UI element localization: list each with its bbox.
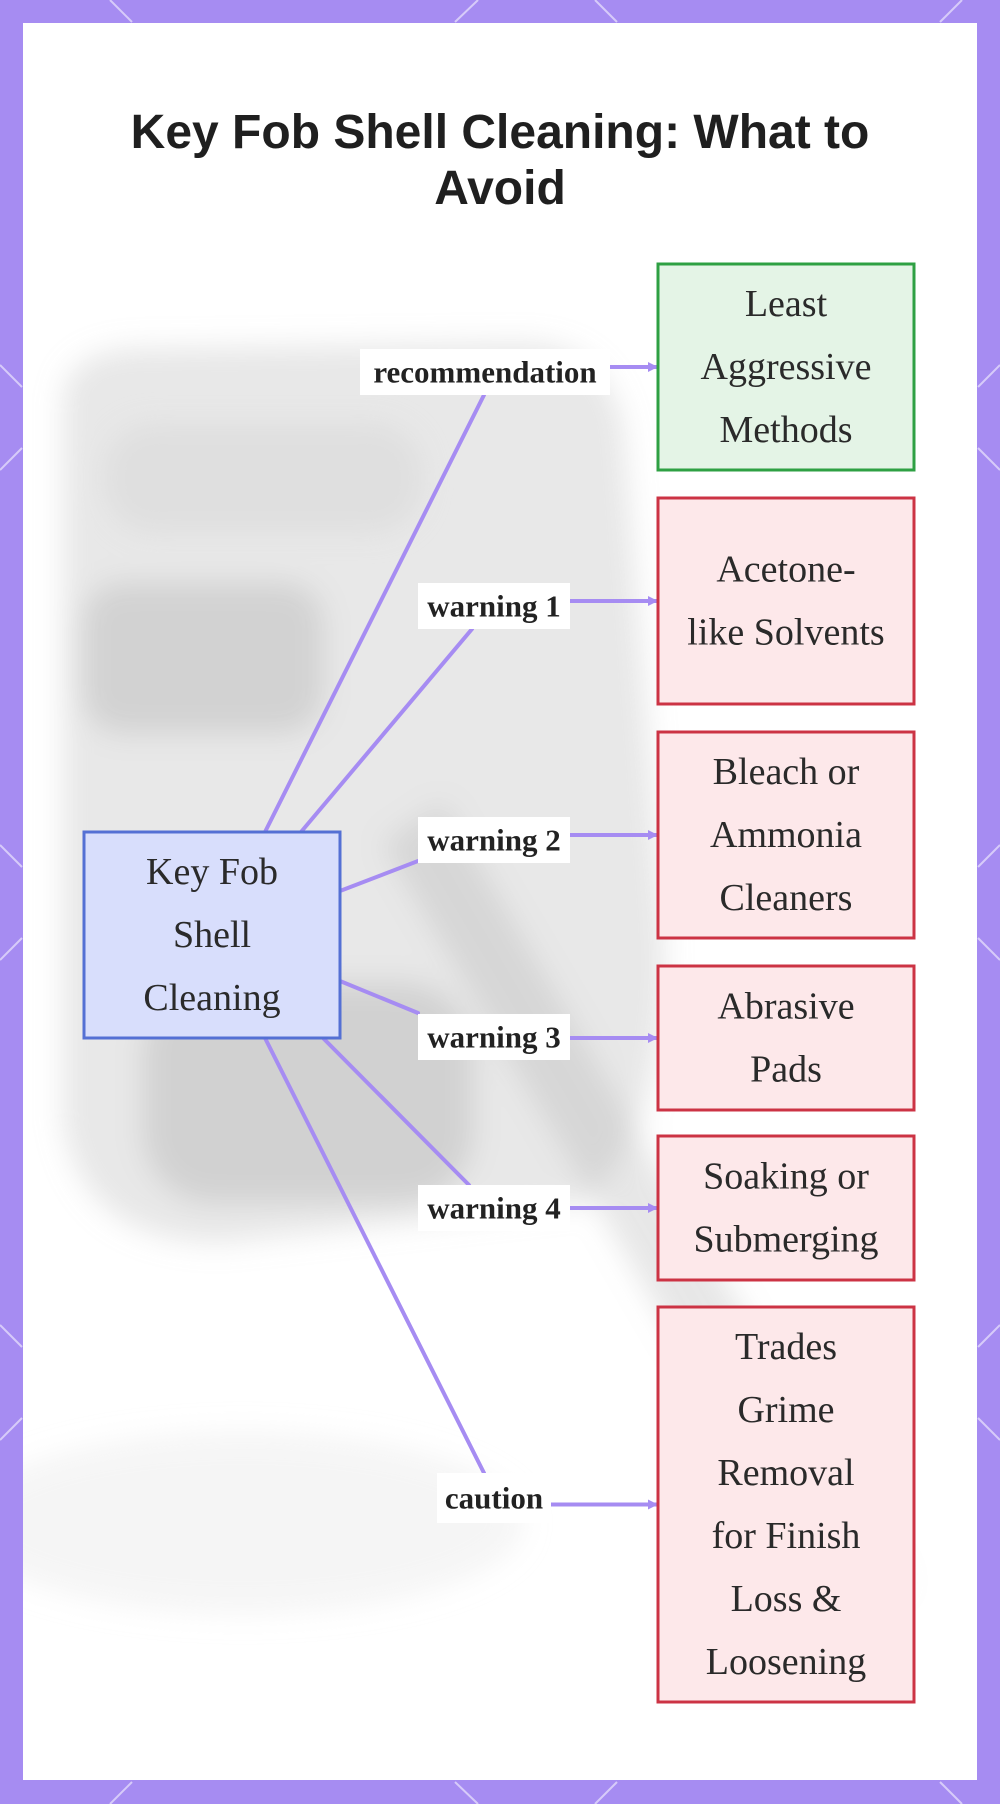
diagram-card: Key Fob Shell Cleaning: What to Avoid re… [23,23,977,1780]
edge-line-trades [263,1036,486,1475]
node-acetone: Acetone-like Solvents [656,496,916,706]
node-soaking: Soaking or Submerging [656,1134,916,1282]
edge-label-trades: caution [445,1481,543,1516]
node-trades-text-line: Grime [737,1389,834,1431]
edge-label-bg-least-aggressive [360,349,610,395]
node-trades-text-line: Loosening [706,1641,866,1683]
node-acetone-text-line: like Solvents [687,612,884,654]
node-acetone-box [656,496,916,706]
node-trades-text-line: for Finish [712,1515,861,1557]
node-root-text-line: Shell [173,914,251,956]
edge-label-least-aggressive: recommendation [373,355,596,390]
node-least-aggressive-text-line: Aggressive [701,346,872,388]
node-root-text-line: Key Fob [146,851,278,893]
edge-label-soaking: warning 4 [427,1191,561,1226]
edge-label-abrasive: warning 3 [427,1020,561,1055]
node-soaking-text-line: Soaking or [703,1156,869,1198]
node-abrasive-text-line: Abrasive [717,986,854,1028]
node-least-aggressive-box [656,262,916,472]
node-least-aggressive-text-line: Least [745,283,828,325]
edge-line-acetone [299,627,474,834]
node-trades-box [656,1305,916,1704]
edge-label-bg-acetone [418,583,570,629]
node-abrasive-text-line: Pads [750,1049,822,1091]
node-trades-text-line: Trades [735,1326,837,1368]
node-least-aggressive-text-line: Methods [720,409,853,451]
edge-line-bleach [338,859,420,893]
node-trades-text-line: Loss & [731,1578,842,1620]
node-bleach-text-line: Cleaners [720,877,853,919]
edge-label-bg-trades [437,1473,551,1523]
node-root-text-line: Cleaning [143,977,280,1019]
node-soaking-box [656,1134,916,1282]
edge-labels-layer: recommendation warning 1 warning 2 warning … [360,349,610,1523]
node-root-box [82,830,342,1040]
edge-line-abrasive [338,979,420,1015]
page-title: Key Fob Shell Cleaning: What to Avoid [130,106,870,215]
node-abrasive-box [656,964,916,1112]
node-bleach-text-line: Ammonia [710,814,862,856]
node-bleach-text-line: Bleach or [713,751,860,793]
edges-layer [263,362,658,1510]
tree-diagram: recommendation warning 1 warning 2 warning … [82,262,916,1704]
edge-label-bleach: warning 2 [427,823,561,858]
node-bleach-box [656,730,916,940]
edge-label-bg-bleach [418,817,570,863]
edge-label-bg-abrasive [418,1014,570,1060]
edge-label-acetone: warning 1 [427,589,561,624]
node-soaking-text-line: Submerging [693,1219,878,1261]
edge-label-bg-soaking [418,1185,570,1231]
node-acetone-text-line: Acetone- [716,549,855,591]
edge-line-soaking [321,1036,471,1187]
node-trades-text-line: Removal [717,1452,854,1494]
edge-line-least-aggressive [263,393,486,834]
